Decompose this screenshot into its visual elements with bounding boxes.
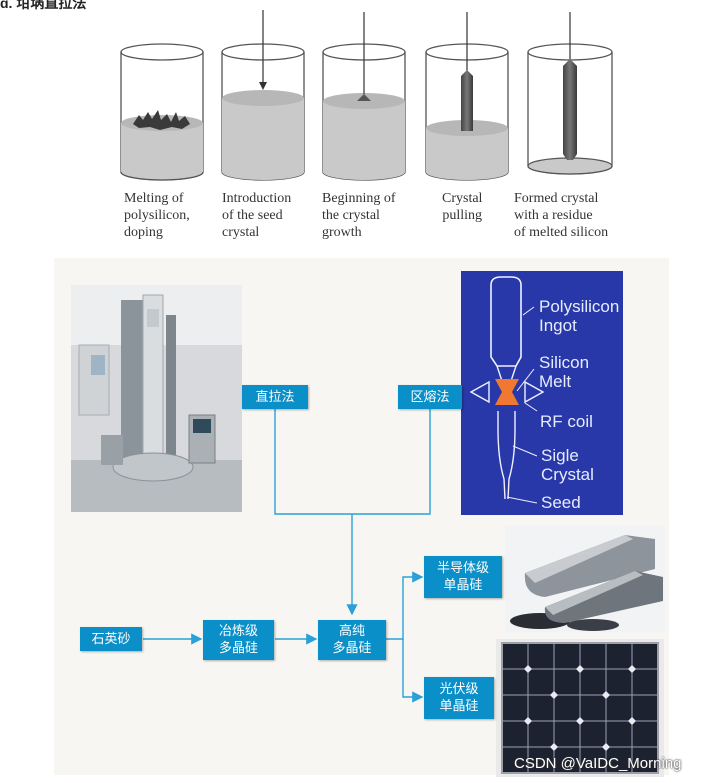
label-seed: Seed bbox=[541, 493, 581, 512]
pv-monocrystal-box: 光伏级 单晶硅 bbox=[424, 677, 494, 719]
crucible-crystal-pulling bbox=[425, 12, 509, 181]
crucible-growth-start bbox=[322, 12, 406, 181]
label-polysilicon-ingot: Polysilicon Ingot bbox=[539, 297, 620, 335]
semiconductor-monocrystal-box: 半导体级 单晶硅 bbox=[424, 556, 502, 598]
watermark: CSDN @VaIDC_Morning bbox=[514, 755, 682, 772]
step-caption-growth: Beginning of the crystal growth bbox=[322, 191, 396, 240]
top-caption-fragment: ɑ. 坩埚直拉法 bbox=[0, 0, 87, 11]
high-purity-polysilicon-box: 高纯 多晶硅 bbox=[318, 620, 386, 660]
float-zone-method-box: 区熔法 bbox=[398, 385, 462, 409]
step-caption-formed: Formed crystal with a residue of melted … bbox=[514, 191, 609, 240]
solar-panel-photo bbox=[496, 639, 664, 777]
label-single-crystal: Sigle Crystal bbox=[541, 446, 594, 484]
crucible-formed-crystal bbox=[527, 12, 613, 175]
crucible-steps-illustration bbox=[120, 10, 613, 181]
czochralski-furnace-photo bbox=[71, 285, 242, 512]
label-rf-coil: RF coil bbox=[540, 412, 593, 431]
quartz-sand-box: 石英砂 bbox=[80, 627, 142, 651]
label-silicon-melt: Silicon Melt bbox=[539, 353, 590, 391]
crucible-seed-introduction bbox=[221, 10, 305, 181]
float-zone-diagram bbox=[461, 271, 623, 515]
step-caption-melting: Melting of polysilicon, doping bbox=[124, 191, 190, 240]
crucible-melting bbox=[120, 43, 204, 181]
czochralski-method-box: 直拉法 bbox=[242, 385, 308, 409]
semiconductor-ingots-photo bbox=[505, 525, 665, 633]
step-caption-pulling: Crystal pulling bbox=[442, 191, 483, 223]
metallurgical-polysilicon-box: 冶炼级 多晶硅 bbox=[203, 620, 274, 660]
step-caption-seed: Introduction of the seed crystal bbox=[222, 191, 292, 240]
